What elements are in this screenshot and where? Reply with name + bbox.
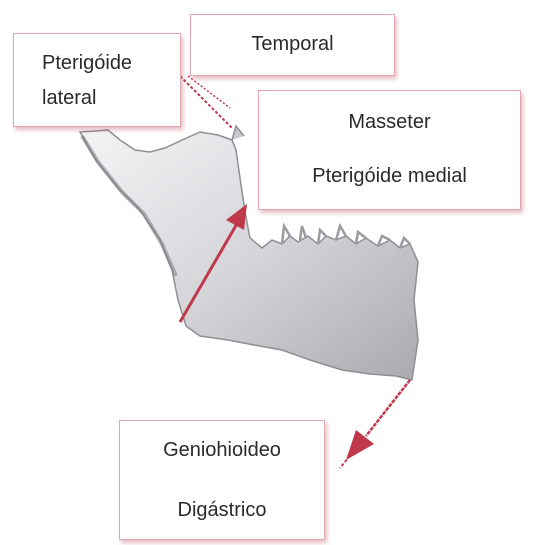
masseter-text: Masseter — [259, 109, 520, 136]
label-elevator-muscles: Masseter Pterigóide medial — [258, 90, 521, 210]
label-pterigoide-lateral: Pterigóide lateral — [13, 33, 181, 127]
temporal-text: Temporal — [251, 33, 333, 55]
pterigoide-lateral-line2: lateral — [42, 85, 180, 112]
geniohioideo-text: Geniohioideo — [120, 437, 324, 464]
digastrico-text: Digástrico — [120, 497, 324, 524]
temporal-connector — [180, 76, 232, 128]
arrow-down-left-icon — [340, 380, 410, 468]
pterigoide-medial-text: Pterigóide medial — [259, 163, 520, 190]
pterigoide-lateral-connector — [188, 76, 230, 108]
label-depressor-muscles: Geniohioideo Digástrico — [119, 420, 325, 540]
label-temporal: Temporal — [190, 14, 395, 76]
pterigoide-lateral-line1: Pterigóide — [42, 50, 180, 77]
